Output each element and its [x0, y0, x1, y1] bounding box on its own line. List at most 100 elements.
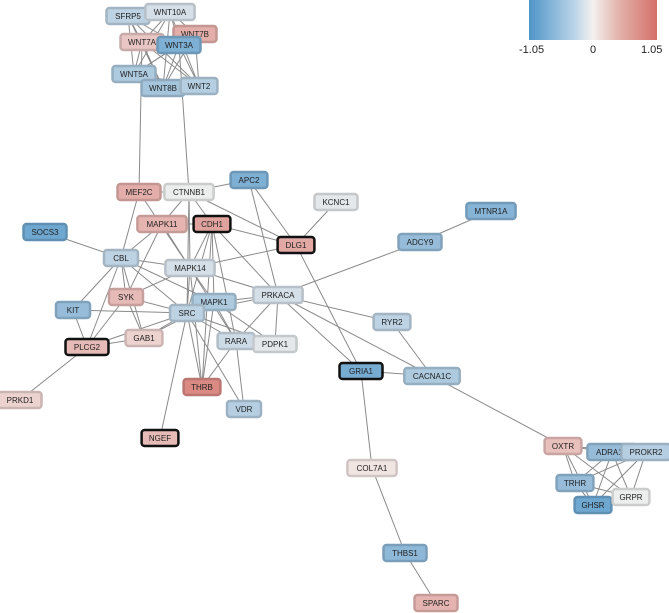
node-rara[interactable]: RARA [216, 331, 256, 351]
node-src[interactable]: SRC [168, 303, 206, 323]
node-kcnc1[interactable]: KCNC1 [313, 192, 359, 212]
node-mtnr1a[interactable]: MTNR1A [465, 201, 517, 221]
node-gab1[interactable]: GAB1 [124, 328, 164, 348]
node-label: WNT10A [154, 8, 187, 17]
edge-cdh1-rara [211, 223, 237, 342]
node-box [465, 201, 517, 221]
node-cacna1c[interactable]: CACNA1C [403, 366, 461, 386]
node-thrb[interactable]: THRB [182, 377, 222, 397]
node-syk[interactable]: SYK [107, 287, 145, 307]
edge-cbl-plcg2 [86, 257, 122, 348]
node-pdpk1[interactable]: PDPK1 [252, 334, 298, 354]
node-box [346, 458, 398, 478]
legend-max-label: 1.05 [641, 44, 663, 56]
node-box [156, 35, 202, 55]
node-sfrp5[interactable]: SFRP5 [105, 6, 151, 26]
node-label: GAB1 [133, 334, 155, 343]
node-kit[interactable]: KIT [54, 300, 92, 320]
node-box [338, 361, 384, 381]
node-apc2[interactable]: APC2 [229, 170, 269, 190]
node-label: RARA [225, 337, 248, 346]
node-wnt10a[interactable]: WNT10A [144, 2, 196, 22]
node-label: GRIA1 [349, 367, 374, 376]
node-box [111, 64, 157, 84]
node-adcy9[interactable]: ADCY9 [397, 232, 443, 252]
node-label: WNT8B [149, 84, 177, 93]
node-label: MTNR1A [475, 207, 509, 216]
edge-apc2-prkaca [248, 179, 279, 296]
edge-col7a1-thbs1 [371, 467, 406, 554]
node-box [0, 390, 43, 410]
node-box [136, 214, 188, 234]
color-scale-bar [529, 0, 657, 40]
node-prkaca[interactable]: PRKACA [252, 285, 304, 305]
node-prokr2[interactable]: PROKR2 [620, 442, 669, 462]
node-label: PRKD1 [7, 396, 34, 405]
node-label: SYK [118, 293, 135, 302]
node-ctnnb1[interactable]: CTNNB1 [163, 182, 215, 202]
node-wnt3a[interactable]: WNT3A [156, 35, 202, 55]
node-box [229, 170, 269, 190]
node-ghsr[interactable]: GHSR [573, 495, 613, 515]
node-label: SPARC [423, 599, 450, 608]
node-box [54, 300, 92, 320]
node-label: PROKR2 [630, 448, 663, 457]
node-box [163, 182, 215, 202]
node-label: MAPK1 [200, 298, 228, 307]
node-label: THBS1 [392, 549, 418, 558]
node-vdr[interactable]: VDR [225, 399, 263, 419]
node-label: TRHR [564, 479, 586, 488]
node-trhr[interactable]: TRHR [555, 473, 595, 493]
edge-mapk11-syk [125, 223, 163, 298]
node-thbs1[interactable]: THBS1 [382, 543, 428, 563]
node-label: APC2 [239, 176, 260, 185]
node-label: GRPR [619, 493, 642, 502]
node-label: RYR2 [381, 318, 403, 327]
node-dlg1[interactable]: DLG1 [276, 235, 316, 255]
node-mapk11[interactable]: MAPK11 [136, 214, 188, 234]
edge-cacna1c-oxtr [431, 375, 564, 447]
node-wnt5a[interactable]: WNT5A [111, 64, 157, 84]
node-box [403, 366, 461, 386]
node-box [144, 2, 196, 22]
edge-adcy9-prkaca [277, 241, 421, 296]
edge-gria1-col7a1 [360, 370, 373, 469]
node-ryr2[interactable]: RYR2 [372, 312, 412, 332]
node-oxtr[interactable]: OXTR [543, 436, 583, 456]
edge-src-thrb [186, 312, 203, 388]
node-grpr[interactable]: GRPR [611, 487, 651, 507]
node-cdh1[interactable]: CDH1 [192, 214, 232, 234]
node-ngef[interactable]: NGEF [140, 428, 180, 448]
node-plcg2[interactable]: PLCG2 [64, 337, 110, 357]
node-label: PRKACA [262, 291, 296, 300]
node-box [252, 285, 304, 305]
node-socs3[interactable]: SOCS3 [22, 222, 68, 242]
edge-rara-vdr [235, 340, 245, 410]
node-col7a1[interactable]: COL7A1 [346, 458, 398, 478]
edge-wnt3a-ctnnb1 [178, 44, 190, 193]
edge-ctnnb1-src [186, 191, 190, 314]
node-box [164, 258, 216, 278]
node-cbl[interactable]: CBL [102, 248, 140, 268]
node-wnt2[interactable]: WNT2 [179, 76, 219, 96]
edge-cdh1-prkaca [211, 223, 279, 296]
node-prkd1[interactable]: PRKD1 [0, 390, 43, 410]
node-mef2c[interactable]: MEF2C [116, 182, 162, 202]
node-label: WNT5A [120, 70, 149, 79]
edge-apc2-dlg1 [248, 179, 297, 246]
node-mapk14[interactable]: MAPK14 [164, 258, 216, 278]
node-box [382, 543, 428, 563]
node-label: COL7A1 [357, 464, 388, 473]
node-label: KCNC1 [322, 198, 350, 207]
node-label: CBL [113, 254, 129, 263]
node-wnt8b[interactable]: WNT8B [140, 78, 186, 98]
node-box [372, 312, 412, 332]
node-label: MAPK11 [147, 220, 179, 229]
node-label: WNT7B [181, 30, 209, 39]
node-gria1[interactable]: GRIA1 [338, 361, 384, 381]
node-box [225, 399, 263, 419]
legend-mid-label: 0 [590, 44, 597, 56]
node-sparc[interactable]: SPARC [413, 593, 459, 613]
